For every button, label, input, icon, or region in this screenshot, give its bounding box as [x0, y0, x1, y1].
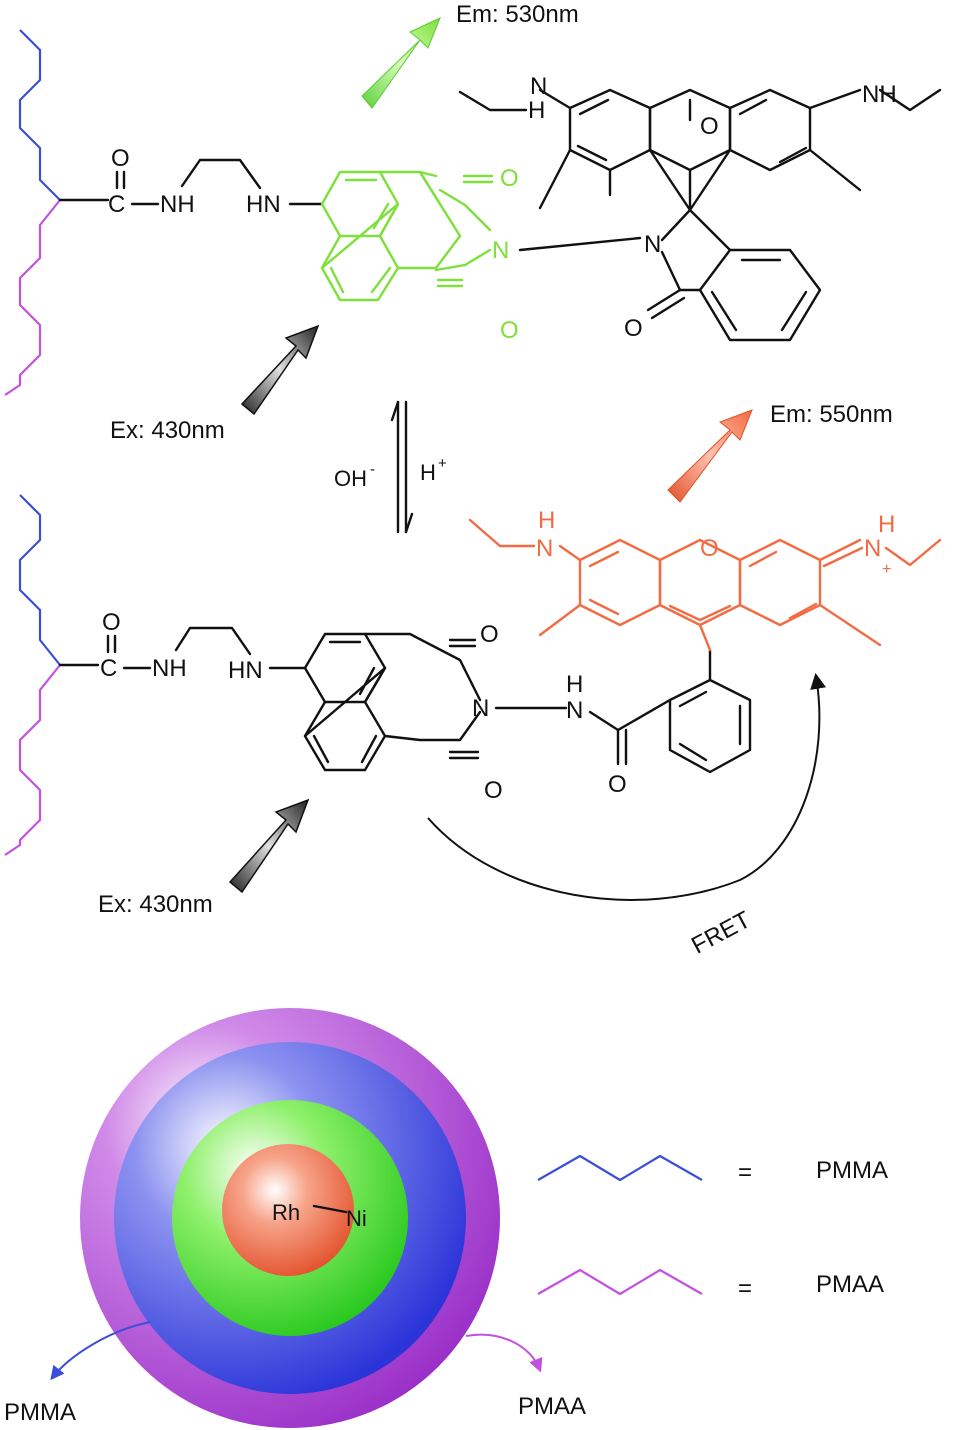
oxygen-label: O	[102, 609, 121, 636]
excitation-label-bottom: Ex: 430nm	[98, 891, 213, 918]
hydroxide-charge: -	[370, 461, 375, 478]
pmaa-pointer	[465, 1333, 543, 1373]
orange-iminium-h: H	[878, 511, 895, 538]
carbon-label: C	[108, 191, 125, 218]
rhodamine-open-orange	[468, 518, 942, 652]
pmma-particle-label: PMMA	[4, 1399, 76, 1426]
orange-amine-h-left: H	[538, 507, 555, 534]
amine-left-top: H	[528, 97, 545, 124]
proton-label: H	[420, 460, 436, 485]
equilibrium-arrows	[390, 400, 414, 534]
nh-label: NH	[152, 655, 187, 682]
orange-oxygen: O	[700, 535, 719, 562]
fret-label: FRET	[687, 906, 755, 959]
amine-left-n: N	[530, 73, 547, 100]
fret-arrow	[427, 672, 826, 901]
excitation-arrow-bottom	[228, 798, 310, 894]
imide-nitrogen: N	[472, 695, 489, 722]
rhodamine-spirolactam	[458, 88, 942, 342]
pmaa-chain-top	[4, 199, 61, 396]
amine-right-top: NH	[862, 81, 897, 108]
excitation-arrow-top	[240, 324, 320, 416]
orange-charge: +	[882, 561, 891, 578]
pmma-legend-line	[537, 1154, 703, 1182]
amide-oxygen: O	[608, 771, 627, 798]
imide-oxygen-top: O	[500, 165, 519, 192]
hn-label: HN	[228, 657, 263, 684]
orange-amine-n-left: N	[536, 535, 553, 562]
pmma-legend-eq: =	[738, 1159, 752, 1186]
orange-iminium-n: N	[864, 535, 881, 562]
bottom-structure: C O NH HN O N O H N	[4, 494, 752, 856]
pmma-pointer	[50, 1321, 151, 1381]
pmaa-chain-bottom	[4, 664, 61, 856]
carbon-label: C	[100, 655, 117, 682]
spiro-nitrogen: N	[644, 231, 661, 258]
ni-label: Ni	[346, 1206, 367, 1231]
pmma-chain-bottom	[18, 494, 61, 666]
imide-oxygen-top: O	[480, 621, 499, 648]
naphthalimide-closed	[320, 170, 494, 302]
pmaa-legend-eq: =	[738, 1275, 752, 1302]
proton-charge: +	[438, 455, 447, 472]
imide-nitrogen: N	[492, 237, 509, 264]
hn-label: HN	[246, 191, 281, 218]
hydroxide-label: OH	[334, 466, 367, 491]
imide-oxygen-bottom: O	[484, 777, 503, 804]
pmaa-legend-line	[537, 1268, 703, 1296]
hydrazide-n: N	[566, 697, 583, 724]
pmma-chain-top	[18, 29, 61, 201]
nh-label: NH	[160, 191, 195, 218]
emission-label-top: Em: 530nm	[456, 1, 579, 28]
core-shell-nanoparticle: Rh Ni	[80, 1008, 500, 1428]
naphthalimide-open	[303, 632, 482, 772]
top-structure: C O NH HN O N	[4, 29, 942, 396]
rh-label: Rh	[272, 1200, 300, 1225]
pmaa-particle-label: PMAA	[518, 1393, 586, 1420]
excitation-label-top: Ex: 430nm	[110, 417, 225, 444]
lactam-oxygen: O	[624, 315, 643, 342]
hydrazide-h: H	[566, 671, 583, 698]
xanthene-oxygen: O	[700, 113, 719, 140]
emission-label-bottom: Em: 550nm	[770, 401, 893, 428]
pmaa-legend-label: PMAA	[816, 1271, 884, 1298]
rh-ni-core	[222, 1144, 354, 1276]
pmma-legend-label: PMMA	[816, 1157, 888, 1184]
legend: = PMMA = PMAA	[537, 1154, 888, 1302]
imide-oxygen-bottom: O	[500, 317, 519, 344]
emission-arrow-orange	[667, 409, 753, 503]
oxygen-label: O	[111, 145, 130, 172]
emission-arrow-green	[361, 17, 441, 109]
